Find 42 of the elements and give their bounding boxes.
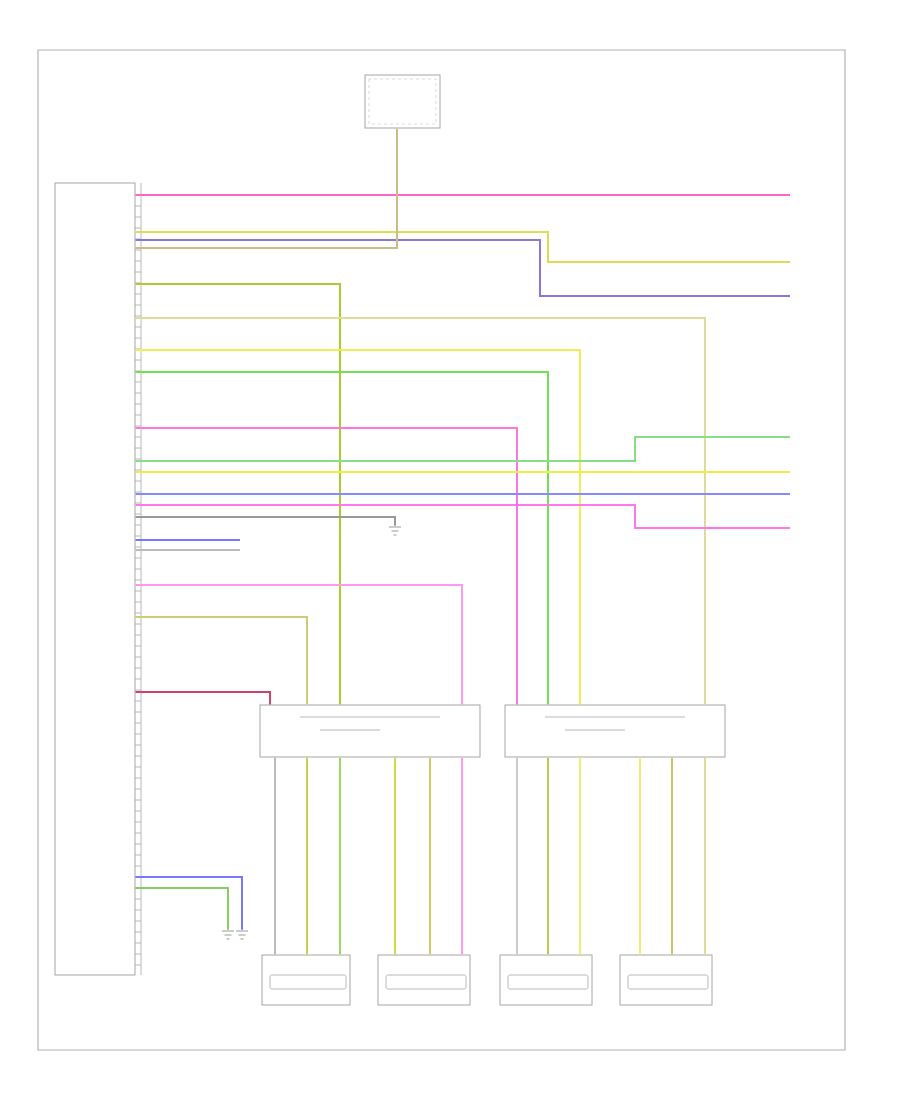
- wire: [134, 539, 241, 541]
- wire: [461, 756, 463, 956]
- wire: [274, 756, 276, 956]
- wire: [134, 876, 243, 931]
- wire: [134, 471, 791, 473]
- wire: [134, 584, 463, 706]
- wire: [429, 756, 431, 956]
- wire: [579, 756, 581, 956]
- sensor-box: [364, 74, 441, 129]
- control-module: [54, 182, 136, 976]
- wire: [394, 756, 396, 956]
- wire: [306, 756, 308, 956]
- module-box: [259, 704, 481, 758]
- wire: [134, 887, 229, 931]
- ground-symbol: [221, 930, 235, 940]
- ground-symbol: [388, 526, 402, 536]
- wire: [134, 616, 308, 706]
- wire: [516, 756, 518, 956]
- sensor-box: [619, 954, 713, 1006]
- wire: [134, 231, 791, 263]
- ground-symbol: [235, 930, 249, 940]
- wire: [134, 516, 396, 527]
- wire: [704, 756, 706, 956]
- wire: [547, 756, 549, 956]
- wire: [134, 691, 271, 706]
- wire: [134, 493, 791, 495]
- sensor-box: [377, 954, 471, 1006]
- wire: [134, 283, 341, 706]
- wire: [134, 127, 398, 249]
- wire: [639, 756, 641, 956]
- wire: [134, 194, 791, 196]
- wire: [134, 504, 791, 529]
- wire: [339, 756, 341, 956]
- sensor-box: [499, 954, 593, 1006]
- wire: [134, 239, 791, 297]
- wire: [134, 549, 241, 551]
- wire: [671, 756, 673, 956]
- wire: [134, 436, 791, 462]
- sensor-box: [261, 954, 351, 1006]
- wire: [134, 427, 518, 706]
- module-box: [504, 704, 726, 758]
- wire: [134, 317, 706, 706]
